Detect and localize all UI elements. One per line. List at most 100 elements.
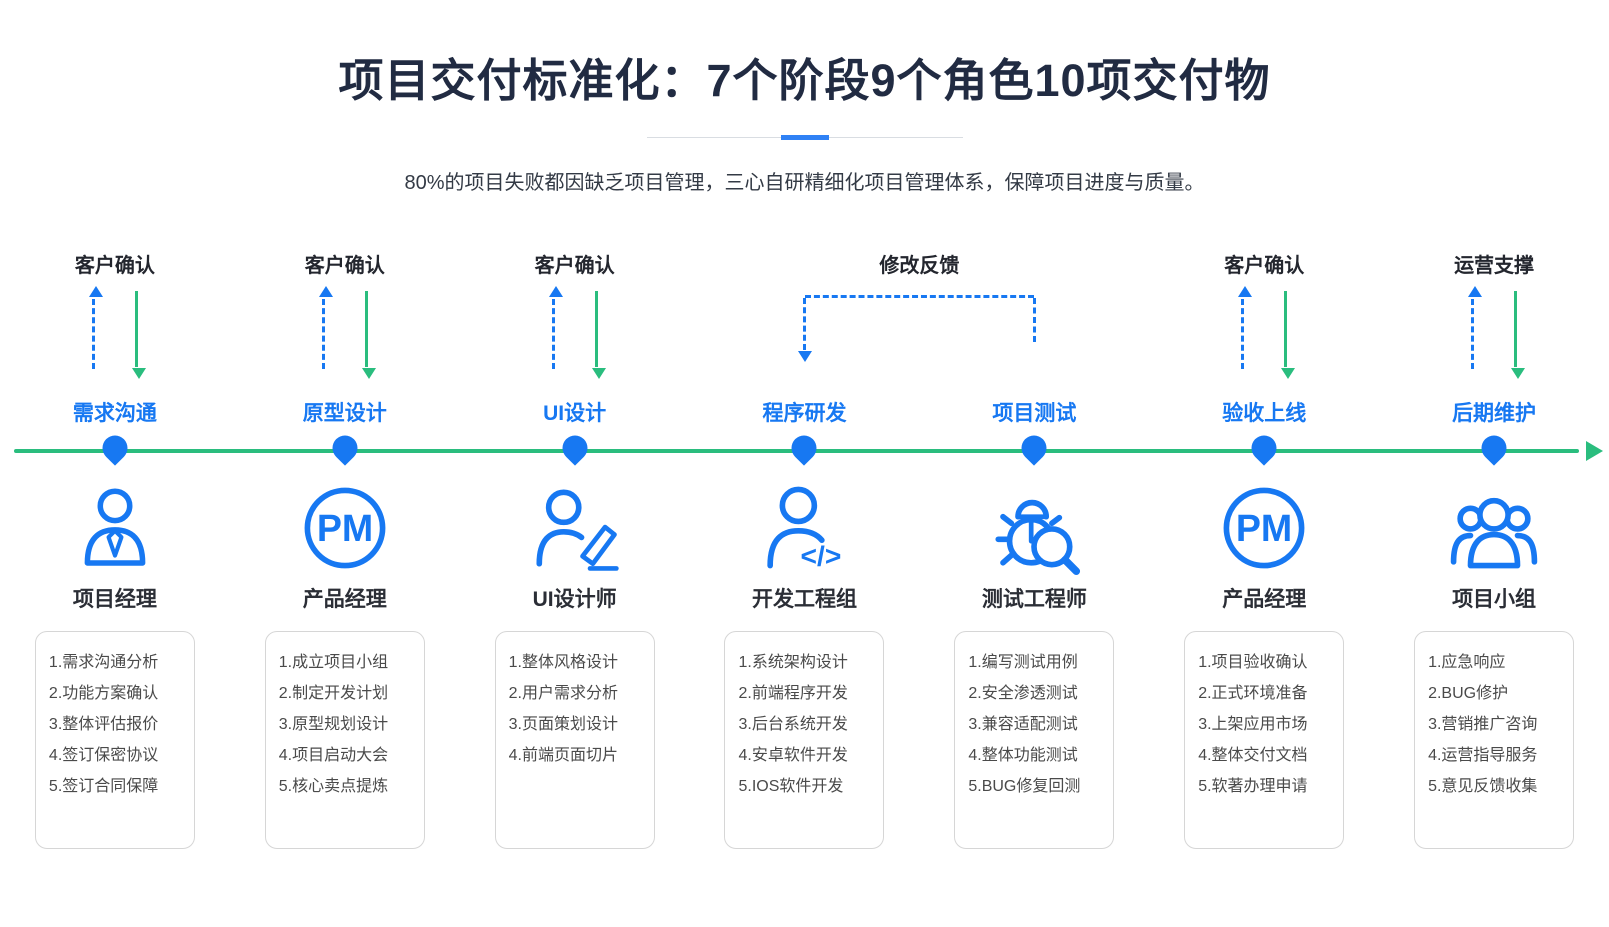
- svg-text:PM: PM: [317, 507, 373, 549]
- solid-down-arrow-icon: [1281, 291, 1296, 379]
- process-board: 客户确认 客户确认 客户确认 客户确认 运营支撑: [0, 249, 1609, 849]
- task-item: 1.项目验收确认: [1198, 654, 1308, 671]
- task-item: 3.页面策划设计: [508, 716, 618, 733]
- role-name-7: 项目小组: [1452, 588, 1537, 611]
- support-arrows-7: [1379, 277, 1609, 389]
- stage-name-7: 后期维护: [1452, 402, 1537, 425]
- task-card-7: 1.应急响应 2.BUG修护 3.营销推广咨询 4.运营指导服务 5.意见反馈收…: [1414, 631, 1575, 849]
- task-item: 1.系统架构设计: [738, 654, 848, 671]
- dashed-up-arrow-icon: [1238, 286, 1253, 369]
- task-item: 4.整体交付文档: [1198, 747, 1308, 764]
- solid-down-arrow-icon: [1511, 291, 1526, 379]
- task-card-2: 1.成立项目小组 2.制定开发计划 3.原型规划设计 4.项目启动大会 5.核心…: [264, 631, 425, 849]
- task-item: 2.功能方案确认: [48, 685, 159, 702]
- svg-text:</>: </>: [801, 540, 842, 572]
- feedback-loop: 修改反馈: [797, 249, 1037, 389]
- top-label-2: 客户确认: [304, 255, 385, 277]
- pm-icon: PM: [1223, 487, 1305, 569]
- upper-annotations: 客户确认 客户确认 客户确认 客户确认 运营支撑: [0, 249, 1609, 389]
- role-name-1: 项目经理: [72, 588, 157, 611]
- svg-text:PM: PM: [1236, 507, 1292, 549]
- designer-icon: [536, 489, 619, 571]
- task-card-3: 1.整体风格设计 2.用户需求分析 3.页面策划设计 4.前端页面切片: [494, 631, 655, 849]
- task-item: 2.前端程序开发: [738, 685, 848, 702]
- task-card-4: 1.系统架构设计 2.前端程序开发 3.后台系统开发 4.安卓软件开发 5.IO…: [724, 631, 885, 849]
- top-labels-row: 客户确认 客户确认 客户确认 客户确认 运营支撑: [0, 249, 1609, 277]
- task-item: 1.整体风格设计: [508, 654, 618, 671]
- task-item: 3.上架应用市场: [1198, 716, 1308, 733]
- task-item: 3.后台系统开发: [738, 716, 848, 733]
- confirm-arrows-6: [1149, 277, 1379, 389]
- divider-accent: [780, 135, 829, 140]
- header: 项目交付标准化：7个阶段9个角色10项交付物 80%的项目失败都因缺乏项目管理，…: [0, 0, 1609, 195]
- task-item: 1.编写测试用例: [968, 654, 1078, 671]
- team-icon: [1450, 497, 1538, 569]
- task-item: 4.签订保密协议: [48, 747, 159, 764]
- timeline-arrowhead-icon: [1586, 441, 1603, 461]
- task-card-1: 1.需求沟通分析 2.功能方案确认 3.整体评估报价 4.签订保密协议 5.签订…: [34, 631, 195, 849]
- timeline-pin-icon: [97, 430, 133, 466]
- task-item: 3.营销推广咨询: [1428, 716, 1538, 733]
- task-item: 5.签订合同保障: [48, 778, 159, 795]
- top-label-3: 客户确认: [534, 255, 615, 277]
- manager-icon: [84, 488, 146, 566]
- task-item: 5.核心卖点提炼: [278, 778, 389, 795]
- task-item: 2.安全渗透测试: [968, 685, 1078, 702]
- task-item: 2.正式环境准备: [1198, 685, 1308, 702]
- task-item: 2.BUG修护: [1428, 685, 1509, 702]
- feedback-bracket-icon: [797, 295, 1037, 362]
- page-subtitle: 80%的项目失败都因缺乏项目管理，三心自研精细化项目管理体系，保障项目进度与质量…: [404, 172, 1205, 194]
- page-title: 项目交付标准化：7个阶段9个角色10项交付物: [338, 55, 1271, 106]
- role-name-3: UI设计师: [532, 588, 617, 611]
- developer-icon: </>: [767, 486, 842, 572]
- role-name-2: 产品经理: [302, 588, 387, 611]
- arrows-row: [0, 277, 1609, 389]
- task-item: 2.用户需求分析: [508, 685, 618, 702]
- top-label-7: 运营支撑: [1454, 255, 1535, 277]
- stage-name-2: 原型设计: [302, 402, 387, 425]
- timeline-pin-icon: [556, 430, 593, 466]
- stage-names-row: 需求沟通 原型设计 UI设计 程序研发 项目测试 验收上线 后期维护: [0, 389, 1609, 431]
- feedback-label: 修改反馈: [879, 255, 960, 277]
- task-item: 1.成立项目小组: [278, 654, 389, 671]
- stage-name-3: UI设计: [543, 402, 607, 425]
- solid-down-arrow-icon: [361, 291, 376, 379]
- task-card-6: 1.项目验收确认 2.正式环境准备 3.上架应用市场 4.整体交付文档 5.软著…: [1184, 631, 1345, 849]
- task-item: 5.软著办理申请: [1198, 778, 1308, 795]
- title-divider: [646, 135, 963, 140]
- role-name-5: 测试工程师: [981, 588, 1087, 611]
- timeline-pin-icon: [786, 430, 823, 466]
- confirm-arrows-3: [460, 277, 690, 389]
- pm-icon: PM: [304, 487, 386, 569]
- task-item: 1.应急响应: [1428, 654, 1506, 671]
- role-name-4: 开发工程组: [751, 588, 857, 611]
- dashed-up-arrow-icon: [548, 286, 563, 369]
- top-label-6: 客户确认: [1224, 255, 1305, 277]
- task-item: 4.安卓软件开发: [738, 747, 848, 764]
- role-names-row: 项目经理 产品经理 UI设计师 开发工程组 测试工程师 产品经理 项目小组: [0, 583, 1609, 619]
- task-cards-row: 1.需求沟通分析 2.功能方案确认 3.整体评估报价 4.签订保密协议 5.签订…: [0, 631, 1609, 849]
- task-item: 4.项目启动大会: [278, 747, 389, 764]
- task-item: 3.原型规划设计: [278, 716, 389, 733]
- task-item: 4.整体功能测试: [968, 747, 1078, 764]
- timeline: [0, 430, 1609, 471]
- tester-icon: [995, 499, 1081, 575]
- task-item: 1.需求沟通分析: [48, 654, 159, 671]
- task-item: 3.整体评估报价: [48, 716, 159, 733]
- timeline-pin-icon: [1476, 430, 1512, 466]
- dashed-up-arrow-icon: [1468, 286, 1483, 369]
- top-label-1: 客户确认: [74, 255, 155, 277]
- confirm-arrows-2: [230, 277, 460, 389]
- solid-down-arrow-icon: [591, 291, 606, 379]
- task-item: 5.意见反馈收集: [1428, 778, 1538, 795]
- confirm-arrows-1: [0, 277, 230, 389]
- task-item: 4.运营指导服务: [1428, 747, 1538, 764]
- timeline-pin-icon: [1016, 430, 1053, 466]
- dashed-up-arrow-icon: [88, 286, 103, 369]
- timeline-pin-icon: [1246, 430, 1282, 466]
- task-item: 4.前端页面切片: [508, 747, 618, 764]
- stage-name-6: 验收上线: [1222, 402, 1307, 425]
- timeline-pin-icon: [327, 430, 363, 466]
- dashed-up-arrow-icon: [318, 286, 333, 369]
